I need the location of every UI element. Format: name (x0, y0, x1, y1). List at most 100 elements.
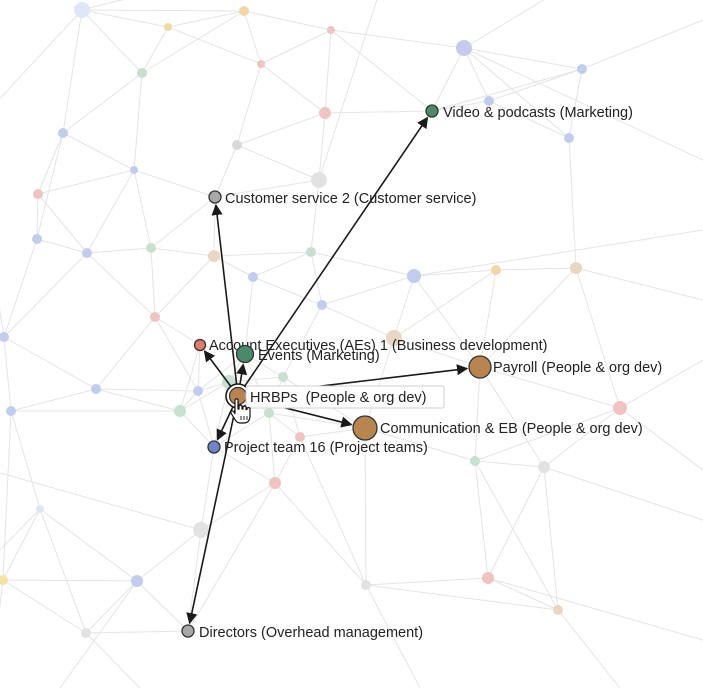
background-edge (0, 308, 5, 338)
background-node[interactable] (146, 243, 156, 253)
neighbor-node-circle[interactable] (352, 415, 378, 441)
background-node[interactable] (361, 580, 371, 590)
background-node[interactable] (248, 272, 258, 282)
neighbor-node-events[interactable]: Events (Marketing) (235, 344, 380, 365)
background-node[interactable] (174, 405, 186, 417)
background-node[interactable] (570, 262, 582, 274)
background-edge (197, 353, 246, 392)
background-edge (413, 229, 703, 277)
background-node[interactable] (130, 166, 138, 174)
background-node[interactable] (32, 234, 42, 244)
neighbor-node-circle[interactable] (468, 355, 492, 379)
background-edge (543, 407, 621, 468)
neighbor-node-payroll[interactable]: Payroll (People & org dev) (468, 355, 662, 379)
background-edge (81, 9, 169, 28)
background-node[interactable] (319, 107, 331, 119)
background-node[interactable] (33, 189, 43, 199)
background-edge (36, 132, 64, 240)
background-edge (10, 410, 41, 510)
background-edge (133, 169, 152, 249)
background-node[interactable] (577, 64, 587, 74)
background-edge (187, 482, 276, 632)
focus-edge-customer-service-2 (211, 203, 238, 385)
focus-node[interactable]: HRBPs (People & org dev) (225, 383, 445, 409)
background-node[interactable] (491, 265, 501, 275)
background-edge (243, 10, 262, 65)
background-edge (365, 584, 559, 611)
background-edge (236, 112, 326, 146)
background-edge (141, 10, 245, 74)
background-edge (179, 381, 230, 412)
background-edge (214, 179, 320, 198)
background-node[interactable] (193, 386, 203, 396)
background-node[interactable] (36, 505, 44, 513)
background-edge (179, 410, 215, 448)
background-node[interactable] (327, 26, 335, 34)
background-edge (393, 275, 415, 339)
background-node[interactable] (257, 60, 265, 68)
background-node[interactable] (0, 575, 8, 585)
neighbor-node-project-team-16[interactable]: Project team 16 (Project teams) (207, 440, 428, 456)
background-node[interactable] (386, 330, 402, 346)
background-edge (213, 255, 254, 278)
background-edge (488, 68, 583, 102)
background-edge (36, 193, 39, 240)
neighbor-node-circle[interactable] (425, 104, 439, 118)
neighbor-node-circle[interactable] (235, 344, 255, 364)
background-node[interactable] (470, 456, 480, 466)
background-edge (393, 337, 481, 368)
background-node[interactable] (208, 250, 220, 262)
background-node[interactable] (58, 128, 68, 138)
background-node[interactable] (0, 332, 9, 342)
neighbor-node-account-executives[interactable]: Account Executives (AEs) 1 (Business dev… (193, 338, 548, 354)
neighbor-node-label: Project team 16 (Project teams) (224, 440, 428, 456)
background-edge (543, 466, 703, 521)
neighbor-node-customer-service-2[interactable]: Customer service 2 (Customer service) (208, 190, 476, 207)
neighbor-node-circle[interactable] (181, 624, 195, 638)
background-node[interactable] (278, 372, 288, 382)
background-node[interactable] (82, 248, 92, 258)
background-node[interactable] (564, 133, 574, 143)
background-edge (59, 580, 138, 688)
background-node[interactable] (269, 477, 281, 489)
background-node[interactable] (193, 522, 209, 538)
background-node[interactable] (74, 2, 90, 18)
background-node[interactable] (306, 247, 316, 257)
background-node[interactable] (407, 269, 421, 283)
background-node[interactable] (613, 401, 627, 415)
background-edge (479, 366, 621, 409)
background-node[interactable] (538, 461, 550, 473)
background-edge (81, 9, 245, 12)
background-node[interactable] (482, 572, 494, 584)
background-node[interactable] (137, 68, 147, 78)
background-node[interactable] (6, 406, 16, 416)
neighbor-node-circle[interactable] (208, 190, 222, 204)
background-node[interactable] (456, 40, 472, 56)
background-edge (252, 251, 312, 278)
background-node[interactable] (164, 23, 172, 31)
background-node[interactable] (264, 408, 274, 418)
background-node[interactable] (317, 300, 327, 310)
neighbor-node-circle[interactable] (207, 440, 221, 454)
background-edge (479, 366, 545, 468)
background-node[interactable] (81, 628, 91, 638)
neighbor-node-label: Payroll (People & org dev) (493, 360, 662, 376)
background-node[interactable] (553, 605, 563, 615)
background-edge (318, 112, 326, 181)
background-edge (268, 412, 276, 484)
background-node[interactable] (150, 312, 160, 322)
background-node[interactable] (295, 432, 305, 442)
neighbor-node-communication-eb[interactable]: Communication & EB (People & org dev) (352, 415, 643, 441)
background-node[interactable] (131, 575, 143, 587)
background-node[interactable] (239, 6, 249, 16)
background-node[interactable] (484, 96, 494, 106)
background-node[interactable] (91, 384, 101, 394)
focus-edge-directors (186, 407, 237, 625)
neighbor-node-directors[interactable]: Directors (Overhead management) (181, 624, 423, 641)
neighbor-node-circle[interactable] (193, 338, 207, 352)
background-node[interactable] (311, 172, 327, 188)
neighbor-node-video-podcasts[interactable]: Video & podcasts (Marketing) (425, 104, 633, 121)
background-node[interactable] (232, 140, 242, 150)
